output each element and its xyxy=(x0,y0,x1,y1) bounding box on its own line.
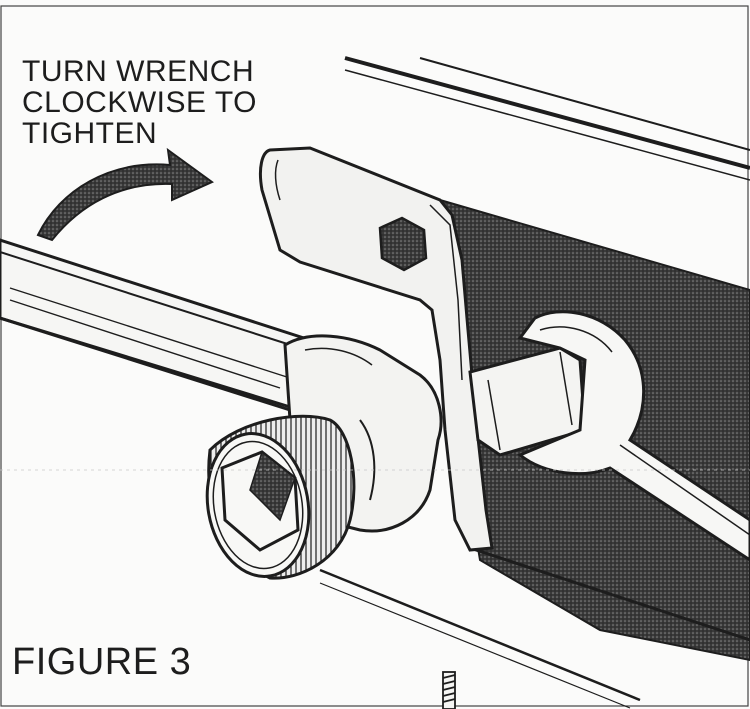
socket-knurled-barrel xyxy=(205,414,356,580)
screw xyxy=(442,671,456,709)
figure-caption: FIGURE 3 xyxy=(12,641,192,683)
instruction-line-1: TURN WRENCH xyxy=(22,55,255,88)
hex-bolt-icon xyxy=(378,216,428,272)
tightening-instruction: TURN WRENCH CLOCKWISE TO TIGHTEN xyxy=(22,56,257,149)
mounting-bracket xyxy=(258,146,494,552)
lower-panel-lines xyxy=(319,546,750,709)
clockwise-arrow-icon xyxy=(36,147,214,242)
panel-edge-lines xyxy=(344,56,750,181)
open-end-wrench-icon xyxy=(517,310,750,562)
instruction-line-2: CLOCKWISE TO xyxy=(22,86,257,119)
instruction-line-3: TIGHTEN xyxy=(22,117,158,150)
